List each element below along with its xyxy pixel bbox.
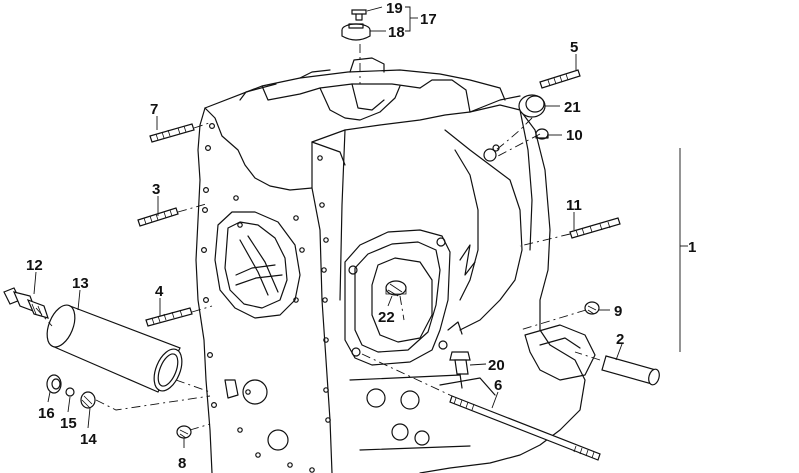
callout-3: 3 [152, 181, 160, 198]
part-stud-4 [145, 307, 193, 327]
flange-holes [201, 122, 331, 473]
part-sleeve-13 [46, 304, 183, 393]
leader-lines [33, 6, 688, 448]
callout-9: 9 [614, 303, 622, 320]
part-plug-9 [584, 301, 600, 315]
part-stud-3 [137, 207, 179, 227]
callout-16: 16 [38, 405, 55, 422]
center-lines [35, 44, 601, 431]
part-plug-8 [176, 425, 192, 439]
callout-20: 20 [488, 357, 505, 374]
part-washer-15 [65, 387, 75, 397]
callout-15: 15 [60, 415, 77, 432]
callout-6: 6 [494, 377, 502, 394]
part-bolt-5 [539, 69, 581, 89]
part-plug-22 [385, 280, 407, 297]
callout-19: 19 [386, 0, 403, 17]
part-nut-16 [46, 374, 62, 394]
callout-7: 7 [150, 101, 158, 118]
engine-block [195, 57, 596, 473]
callout-17: 17 [420, 11, 437, 28]
callout-18: 18 [388, 24, 405, 41]
callout-12: 12 [26, 257, 43, 274]
callout-1: 1 [688, 239, 696, 256]
callout-5: 5 [570, 39, 578, 56]
part-fitting-14 [80, 391, 96, 409]
part-stud-6 [449, 395, 601, 461]
callout-4: 4 [155, 283, 164, 300]
part-plug-21 [518, 94, 546, 118]
callout-21: 21 [564, 99, 581, 116]
callout-labels: 1 2 3 4 5 6 7 8 9 10 11 12 13 14 15 16 1… [26, 0, 696, 472]
part-stud-7 [149, 123, 195, 143]
callout-2: 2 [616, 331, 624, 348]
part-sensor-20 [447, 321, 471, 389]
callout-8: 8 [178, 455, 186, 472]
part-screw-19 [351, 9, 367, 21]
part-sender-12 [3, 287, 49, 319]
callout-14: 14 [80, 431, 97, 448]
callout-22: 22 [378, 309, 395, 326]
front-cover-plate [344, 229, 451, 366]
callout-10: 10 [566, 127, 583, 144]
part-cap-18 [341, 23, 371, 41]
part-pin-2 [601, 355, 660, 386]
part-sleeve-10 [535, 128, 549, 140]
part-stud-11 [569, 217, 621, 239]
callout-13: 13 [72, 275, 89, 292]
callout-11: 11 [566, 197, 582, 214]
